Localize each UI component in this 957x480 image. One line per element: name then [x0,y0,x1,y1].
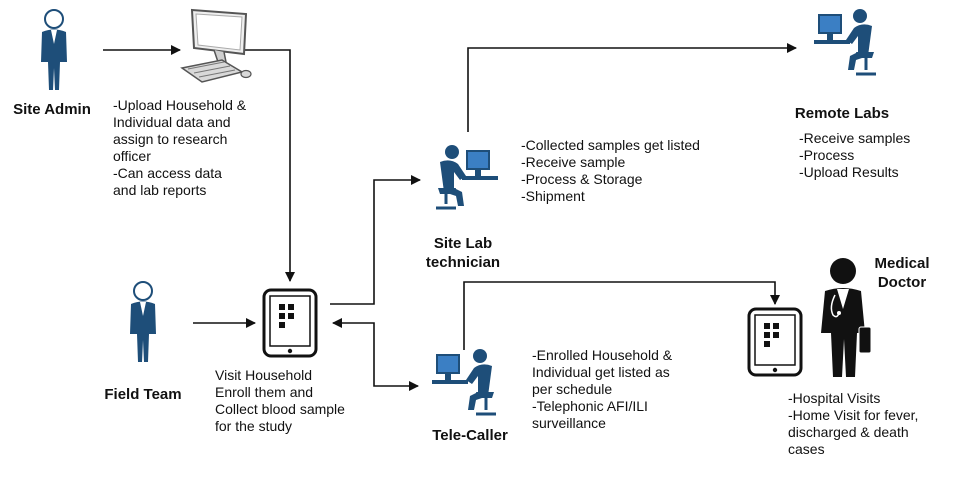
tele-caller-label: Tele-Caller [432,427,508,444]
desc-line: Individual get listed as [532,364,670,380]
site-admin-label: Site Admin [13,101,91,118]
desc-line: -Hospital Visits [788,390,881,406]
arrow-tablet-telecaller [332,318,419,391]
site-lab-description: -Collected samples get listed -Receive s… [521,137,700,205]
desc-line: Collect blood sample [215,401,345,417]
desc-line: and lab reports [113,182,207,198]
arrow-sitelab-to-remotelabs [467,43,797,132]
desc-line: -Telephonic AFI/ILI [532,398,648,414]
medical-doctor-label-line: Doctor [877,274,927,291]
desc-line: officer [113,148,151,164]
desc-line: -Upload Household & [113,97,247,113]
tele-caller-description: -Enrolled Household & Individual get lis… [532,347,672,432]
desc-line: -Upload Results [799,164,899,180]
desc-line: -Process [799,147,855,163]
field-team-label: Field Team [104,386,182,403]
arrow-computer-to-tablet [232,49,295,282]
site-admin-description: -Upload Household & Individual data and … [113,97,246,199]
desc-line: per schedule [532,381,613,397]
site-lab-label-line: Site Lab [433,235,493,252]
medical-doctor-label-line: Medical [874,255,930,272]
caller-at-computer-icon [432,349,496,416]
desc-line: assign to research [113,131,228,147]
site-lab-label: Site Lab technician [413,234,513,272]
tablet-icon [747,307,803,377]
desc-line: -Enrolled Household & [532,347,673,363]
remote-labs-label: Remote Labs [794,105,890,122]
desc-line: surveillance [532,415,606,431]
desc-line: Enroll them and [215,384,314,400]
field-team-description: Visit Household Enroll them and Collect … [215,367,345,435]
arrow-tablet-to-sitelab [330,175,421,305]
desc-line: Individual data and [113,114,231,130]
arrow-telecaller-to-doctor [463,281,780,350]
remote-labs-description: -Receive samples -Process -Upload Result… [799,130,910,181]
desc-line: cases [788,441,825,457]
desktop-computer-icon [180,8,252,83]
desc-line: -Can access data [113,165,222,181]
medical-doctor-label: Medical Doctor [848,254,956,292]
site-lab-label-line: technician [425,254,501,271]
desc-line: -Process & Storage [521,171,643,187]
desc-line: -Receive samples [799,130,911,146]
person-icon [41,9,67,90]
desc-line: discharged & death [788,424,909,440]
lab-worker-at-computer-icon [436,145,498,210]
desc-line: -Home Visit for fever, [788,407,919,423]
desc-line: Visit Household [215,367,313,383]
desc-line: -Receive sample [521,154,626,170]
medical-doctor-description: -Hospital Visits -Home Visit for fever, … [788,390,918,458]
person-icon [130,281,156,362]
doctor-icon [821,258,872,377]
desc-line: -Shipment [521,188,585,204]
tablet-icon [262,288,318,358]
desc-line: for the study [215,418,293,434]
desc-line: -Collected samples get listed [521,137,700,153]
worker-at-computer-icon [814,9,876,76]
